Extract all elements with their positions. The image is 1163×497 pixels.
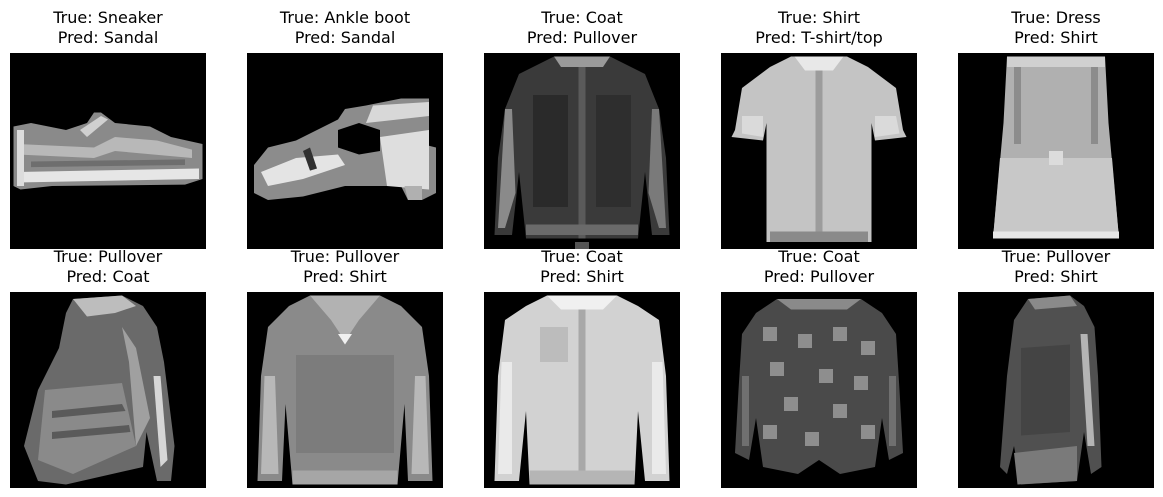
pred-label: Pred: Shirt	[1014, 28, 1098, 47]
sneaker-image	[10, 53, 206, 249]
true-label: True: Ankle boot	[279, 8, 411, 27]
coat-image	[721, 292, 917, 488]
dress-image	[958, 53, 1154, 249]
panel-title: True: Pullover Pred: Shirt	[938, 247, 1163, 287]
shirt-image	[721, 53, 917, 249]
coat-image	[484, 292, 680, 488]
coat-icon	[484, 53, 680, 249]
pred-label: Pred: Pullover	[763, 267, 875, 286]
pullover-icon	[10, 292, 206, 488]
pullover-image	[10, 292, 206, 488]
true-label: True: Pullover	[290, 247, 400, 266]
sneaker-icon	[10, 53, 206, 249]
panel-title: True: Pullover Pred: Shirt	[227, 247, 463, 287]
true-label: True: Pullover	[53, 247, 163, 266]
panel-title: True: Coat Pred: Pullover	[701, 247, 937, 287]
panel-title: True: Pullover Pred: Coat	[0, 247, 226, 287]
panel-title: True: Dress Pred: Shirt	[938, 8, 1163, 48]
true-label: True: Coat	[541, 8, 623, 27]
panel-title: True: Coat Pred: Shirt	[464, 247, 700, 287]
true-label: True: Dress	[1011, 8, 1101, 27]
ankle-boot-image	[247, 53, 443, 249]
tshirt-icon	[721, 53, 917, 249]
pred-label: Pred: Sandal	[57, 28, 159, 47]
panel-title: True: Shirt Pred: T-shirt/top	[701, 8, 937, 48]
pullover-icon	[958, 292, 1154, 488]
pullover-image	[247, 292, 443, 488]
panel-title: True: Sneaker Pred: Sandal	[0, 8, 226, 48]
coat-icon	[721, 292, 917, 488]
pred-label: Pred: Sandal	[294, 28, 396, 47]
pred-label: Pred: Shirt	[303, 267, 387, 286]
coat-icon	[484, 292, 680, 488]
true-label: True: Pullover	[1001, 247, 1111, 266]
coat-image	[484, 53, 680, 249]
panel-title: True: Coat Pred: Pullover	[464, 8, 700, 48]
true-label: True: Shirt	[777, 8, 861, 27]
pred-label: Pred: Shirt	[1014, 267, 1098, 286]
true-label: True: Coat	[778, 247, 860, 266]
true-label: True: Coat	[541, 247, 623, 266]
pred-label: Pred: Shirt	[540, 267, 624, 286]
ankle-boot-icon	[247, 53, 443, 249]
panel-title: True: Ankle boot Pred: Sandal	[227, 8, 463, 48]
pred-label: Pred: Coat	[66, 267, 150, 286]
pullover-image	[958, 292, 1154, 488]
pred-label: Pred: Pullover	[526, 28, 638, 47]
pullover-icon	[247, 292, 443, 488]
true-label: True: Sneaker	[53, 8, 163, 27]
dress-icon	[958, 53, 1154, 249]
pred-label: Pred: T-shirt/top	[755, 28, 883, 47]
